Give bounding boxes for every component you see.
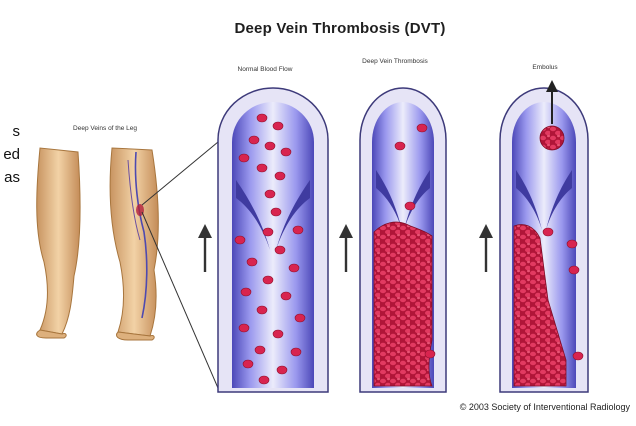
left-leg <box>37 148 80 334</box>
vein-normal <box>218 88 328 392</box>
flow-arrow <box>479 224 493 272</box>
copyright-notice: © 2003 Society of Interventional Radiolo… <box>330 402 630 412</box>
right-leg <box>110 148 158 336</box>
flow-arrow <box>198 224 212 272</box>
flow-arrow <box>339 224 353 272</box>
thrombus <box>374 222 432 386</box>
vein-embolus <box>500 80 588 392</box>
clipped-text-line: as <box>0 166 20 189</box>
clipped-text-line: ed <box>0 143 20 166</box>
clipped-text-fragment: s ed as <box>0 120 20 189</box>
clipped-text-line: s <box>0 120 20 143</box>
panel-caption-normal: Normal Blood Flow <box>200 66 330 73</box>
embolus-clot <box>540 126 564 150</box>
leg-illustration <box>37 148 159 340</box>
diagram-title: Deep Vein Thrombosis (DVT) <box>150 20 530 37</box>
panel-caption-dvt: Deep Vein Thrombosis <box>355 58 435 65</box>
vein-dvt <box>360 88 446 392</box>
panel-caption-embolus: Embolus <box>510 64 580 71</box>
leg-caption: Deep Veins of the Leg <box>30 125 180 132</box>
